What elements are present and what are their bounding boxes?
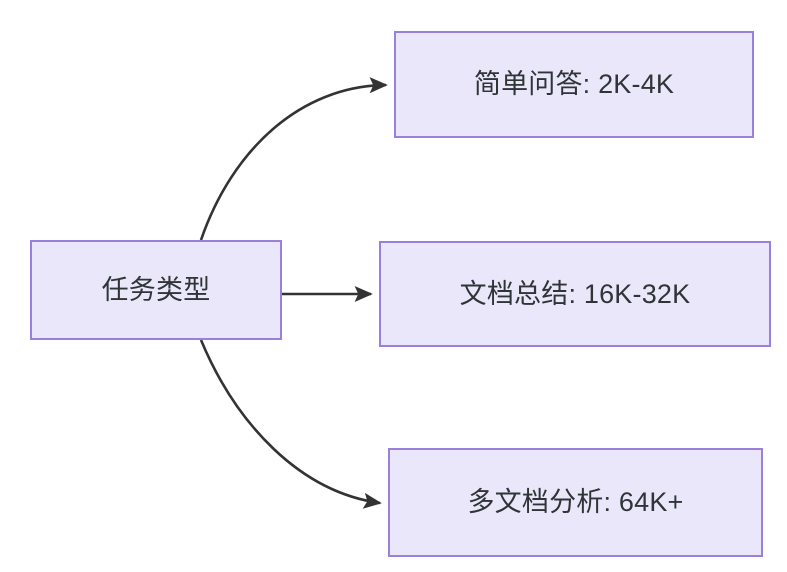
node-simple-qa-label: 简单问答: 2K-4K — [473, 69, 675, 99]
node-simple-qa[interactable]: 简单问答: 2K-4K — [394, 31, 754, 138]
node-document-summary[interactable]: 文档总结: 16K-32K — [379, 241, 771, 347]
node-task-type-label: 任务类型 — [101, 274, 211, 305]
node-task-type[interactable]: 任务类型 — [30, 240, 282, 340]
edge-root-to-multi-doc — [199, 339, 382, 509]
node-multi-document-analysis[interactable]: 多文档分析: 64K+ — [388, 448, 763, 557]
node-document-summary-label: 文档总结: 16K-32K — [459, 278, 691, 309]
edge-root-to-simple-qa — [199, 77, 388, 241]
node-multi-document-analysis-label: 多文档分析: 64K+ — [467, 487, 684, 517]
